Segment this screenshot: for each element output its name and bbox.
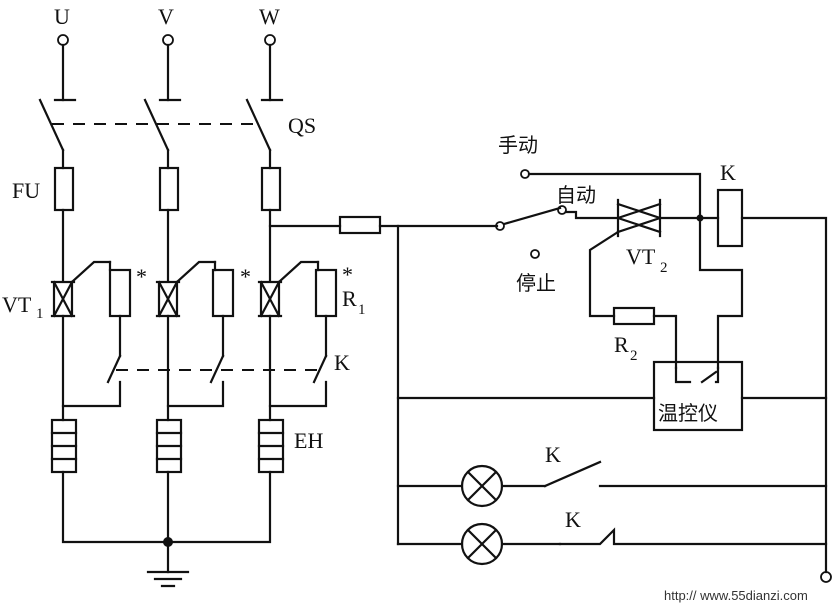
fu-label: FU [12, 178, 40, 203]
thermostat-box [652, 360, 744, 432]
neutral-wires [61, 470, 272, 574]
r2-label: R [614, 332, 629, 357]
watermark: http:// www.55dianzi.com [664, 588, 808, 603]
manual-label: 手动 [498, 133, 538, 157]
terminal-w [264, 34, 276, 46]
selector-stop-contact[interactable] [530, 249, 540, 259]
lamp1-k-label: K [545, 442, 561, 467]
star-point [163, 537, 173, 547]
r1-label: R [342, 286, 357, 311]
supply-wires [61, 43, 272, 102]
lamp-1 [460, 464, 504, 508]
k-coil-label: K [720, 160, 736, 185]
gate-resistor-w [314, 268, 338, 318]
selector-blade[interactable] [502, 206, 562, 226]
thermostat-label: 温控仪 [658, 401, 718, 425]
lamp2-k-label: K [565, 507, 581, 532]
lamp2-nc-contact [558, 527, 828, 546]
resistor-to-k-wires [118, 314, 328, 358]
triac-to-heater-wires [61, 314, 272, 422]
selector-manual-contact[interactable] [520, 169, 530, 179]
qs-blades [38, 98, 272, 152]
phase-v: V [158, 4, 174, 46]
r2-sub: 2 [630, 348, 638, 364]
k-return-wires [61, 380, 328, 408]
gate-resistor-v [211, 268, 235, 318]
k-coil [716, 188, 744, 248]
selector-common[interactable] [495, 221, 505, 231]
thermostat-contact [674, 366, 720, 384]
phase-w: W [259, 4, 280, 46]
vt2-sub: 2 [660, 260, 668, 276]
star-u: * [136, 264, 147, 289]
triac-vt2 [588, 198, 702, 318]
eh-label: EH [294, 428, 323, 453]
ground-symbol [146, 570, 190, 588]
triac-u [50, 260, 112, 318]
manual-wire [527, 172, 702, 218]
r1-sub: 1 [358, 302, 366, 318]
vt1-sub: 1 [36, 306, 44, 322]
control-fuse [338, 215, 382, 235]
heater-u [50, 418, 78, 474]
fuse-w [260, 166, 282, 212]
selector-auto-contact[interactable] [557, 205, 567, 215]
fuse-u [53, 166, 75, 212]
phase-v-label: V [158, 4, 174, 29]
k-contacts [106, 354, 328, 384]
thermostat-upper-wire [698, 216, 744, 370]
heater-v [155, 418, 183, 474]
terminal-v [162, 34, 174, 46]
fuse-v [158, 166, 180, 212]
r2-resistor [612, 306, 656, 326]
r2-to-thermostat-wire [652, 314, 678, 370]
qs-label: QS [288, 113, 316, 138]
star-v: * [240, 264, 251, 289]
lamp-2 [460, 522, 504, 566]
auto-label: 自动 [556, 183, 596, 207]
terminal-u [57, 34, 69, 46]
phase-u-label: U [54, 4, 70, 29]
right-bus [740, 216, 828, 574]
triac-v [155, 260, 217, 318]
fuse-to-triac-wires [61, 208, 272, 282]
vt1-label: VT [2, 292, 32, 317]
qs-to-fuse-wires [61, 148, 272, 170]
k-label: K [334, 350, 350, 375]
terminal-n [820, 571, 832, 583]
lamp1-k-contact [543, 460, 602, 488]
gate-resistor-u [108, 268, 132, 318]
phase-u: U [54, 4, 70, 46]
stop-label: 停止 [516, 271, 556, 295]
star-w: * [342, 262, 353, 287]
auto-wire [564, 210, 620, 220]
gate-links [108, 260, 320, 272]
phase-w-label: W [259, 4, 280, 29]
triac-w [257, 260, 320, 318]
vt2-label: VT [626, 244, 656, 269]
heater-w [257, 418, 285, 474]
